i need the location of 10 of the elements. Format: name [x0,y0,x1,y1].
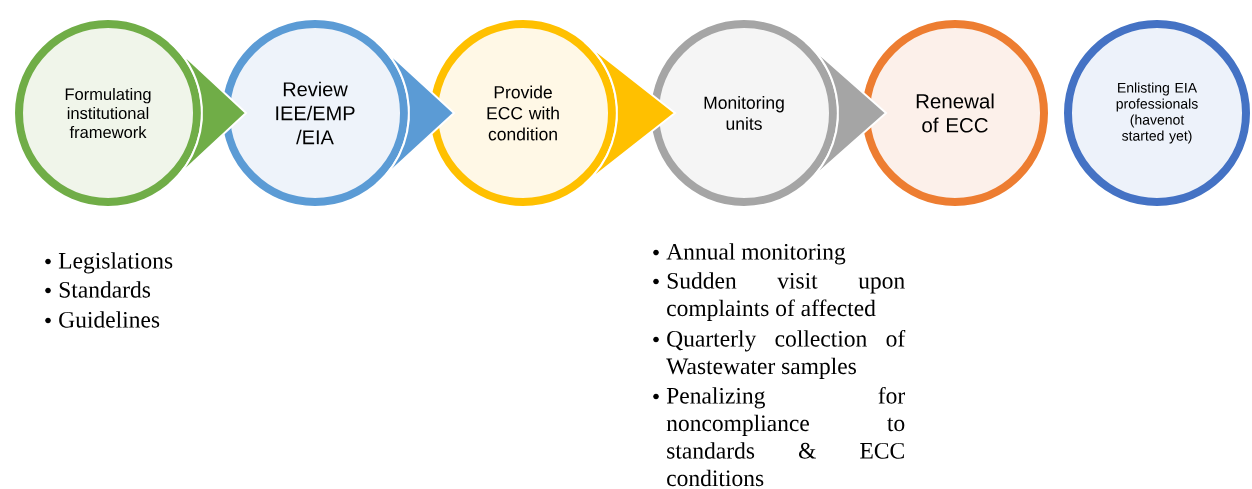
bullet-item: Legislations [58,252,173,274]
bullet-item: Annual monitoring [666,243,846,265]
bullet-item: Penalizing for noncompliance to standards & ECC conditions [666,386,905,487]
pointer-arrow [804,41,887,185]
bullet-item: Standards [59,281,151,298]
pointer-arrow [168,41,247,185]
bullet-item: Guidelines [59,311,160,328]
pointer-arrow [583,41,676,185]
pointer-arrow [375,41,455,185]
bullet-item: Sudden visit upon complaints of affected [667,272,905,321]
